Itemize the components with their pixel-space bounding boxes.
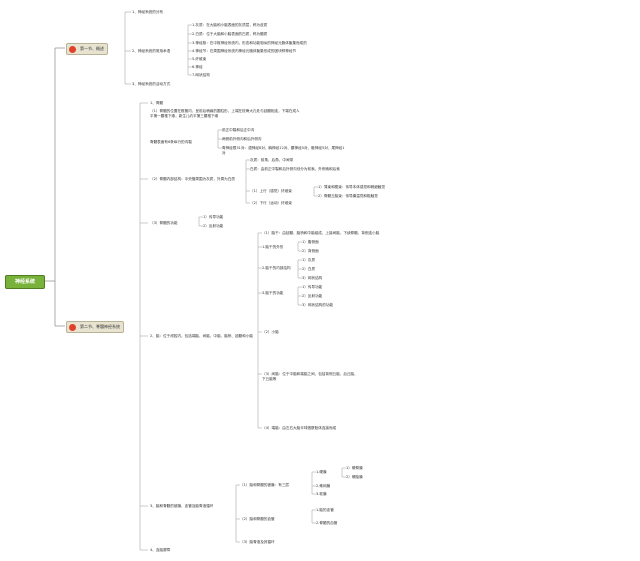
term[interactable]: 1.灰质：在大脑和小脑表面的灰质层，称为皮质 [192,23,268,27]
tract-up[interactable]: （1）上行（感觉）纤维束 [250,189,292,193]
function-item[interactable]: 1）传导功能 [203,215,224,219]
surface-item[interactable]: 前正中裂和后正中沟 [222,128,255,132]
section-spinal-cord[interactable]: 1、脊髓 [150,101,164,105]
surface-item[interactable]: 两侧前外侧沟和后外侧沟 [222,137,262,141]
brain-item[interactable]: （3）间脑：位于中脑和端脑之间，包括背侧丘脑、后丘脑、下丘脑等 [262,372,358,381]
brain-sub[interactable]: 1）传导功能 [302,285,323,289]
spinal-position[interactable]: （1）脊髓的位置在椎管内，呈前后稍扁的圆柱形，上端在枕骨大孔处与延髓相连，下端在… [150,109,300,118]
branch-overview[interactable]: 第一节、概述 [66,43,108,55]
membrane-subsub[interactable]: 1）硬脊膜 [346,466,363,470]
priority-badge-icon [69,45,76,53]
brain-item[interactable]: 2.脑干的内部结构 [262,266,291,270]
priority-badge-icon [69,323,76,331]
term[interactable]: 7.网状结构 [192,73,210,77]
membrane-sub[interactable]: 3.软膜 [316,492,327,496]
section-membranes[interactable]: 3、脑和脊髓的被膜、血管及脑脊液循环 [150,504,214,508]
structure-item[interactable]: 白质：由前正中裂和后外侧沟划分为前索、外侧索和后索 [250,167,340,171]
vessel-sub[interactable]: 1.脑的血管 [316,508,334,512]
spinal-structure[interactable]: （2）脊髓内部结构：中央管周围为灰质，外周为白质 [150,177,235,181]
membrane-sub[interactable]: 1.硬膜 [316,470,327,474]
b1-item[interactable]: 3、神经系统的活动方式 [132,82,171,86]
section-brain[interactable]: 2、脑：位于颅腔内，包括端脑、间脑、中脑、脑桥、延髓和小脑 [150,334,253,338]
b1-item[interactable]: 1、神经系统的分布 [132,10,164,14]
brain-sub[interactable]: 2）反射功能 [302,294,323,298]
brain-item[interactable]: （2）小脑 [262,330,279,334]
spinal-surface[interactable]: 脊髓表面有6条纵行的沟裂 [150,140,192,144]
brain-sub[interactable]: 2）背侧面 [302,249,319,253]
term[interactable]: 6.神经 [192,65,203,69]
brain-item[interactable]: （1）脑干：由延髓、脑桥和中脑组成，上接间脑，下续脊髓，背侧连小脑 [262,231,380,235]
membrane-item[interactable]: （2）脑和脊髓的血管 [240,517,275,521]
term[interactable]: 2.白质：位于大脑和小脑表面的白质，称为髓质 [192,32,268,36]
structure-item[interactable]: 灰质：前角、后角、中间带 [250,158,294,162]
brain-sub[interactable]: 3）网状结构 [302,276,323,280]
vessel-sub[interactable]: 2.脊髓的血管 [316,521,338,525]
brain-item[interactable]: 1.脑干的外形 [262,245,284,249]
brain-sub[interactable]: 1）灰质 [302,258,316,262]
brain-item[interactable]: （4）端脑：由左右大脑半球借胼胝体连接而成 [262,426,337,430]
membrane-item[interactable]: （1）脑和脊髓的被膜：有三层 [240,483,290,487]
brain-sub[interactable]: 3）网状结构的功能 [302,303,334,307]
tract-detail[interactable]: 1）薄束和楔束：传导本体感觉和精细触觉 [318,185,385,189]
term[interactable]: 4.神经节：在周围神经系统内神经元胞体聚集形成的团块称神经节 [192,49,297,53]
root-node[interactable]: 神经系统 [5,275,45,289]
tract-down[interactable]: （2）下行（运动）纤维束 [250,201,292,205]
tract-detail[interactable]: 2）脊髓丘脑束：传导痛温觉和粗触觉 [318,194,378,198]
brain-sub[interactable]: 1）腹侧面 [302,240,319,244]
spinal-function[interactable]: （3）脊髓的功能 [150,221,178,225]
membrane-sub[interactable]: 2.蛛网膜 [316,484,331,488]
membrane-subsub[interactable]: 2）硬脑膜 [346,475,363,479]
brain-sub[interactable]: 2）白质 [302,267,316,271]
branch-nervous-system[interactable]: 第二节、脊髓神经系统 [66,321,124,333]
membrane-item[interactable]: （3）脑脊液及其循环 [240,540,275,544]
brain-item[interactable]: 3.脑干的功能 [262,291,284,295]
function-item[interactable]: 2）反射功能 [203,224,224,228]
term[interactable]: 5.纤维束 [192,57,207,61]
section-bbb[interactable]: 4、血脑屏障 [150,548,171,552]
term[interactable]: 3.神经核：在中枢神经系统内，形态和功能相似的神经元胞体聚集而成的 [192,41,307,45]
surface-item[interactable]: 脊神经根31对：颈神经8对、胸神经12对、腰神经5对、骶神经5对、尾神经1对 [222,146,345,155]
b1-item[interactable]: 2、神经系统的常用术语 [132,49,171,53]
